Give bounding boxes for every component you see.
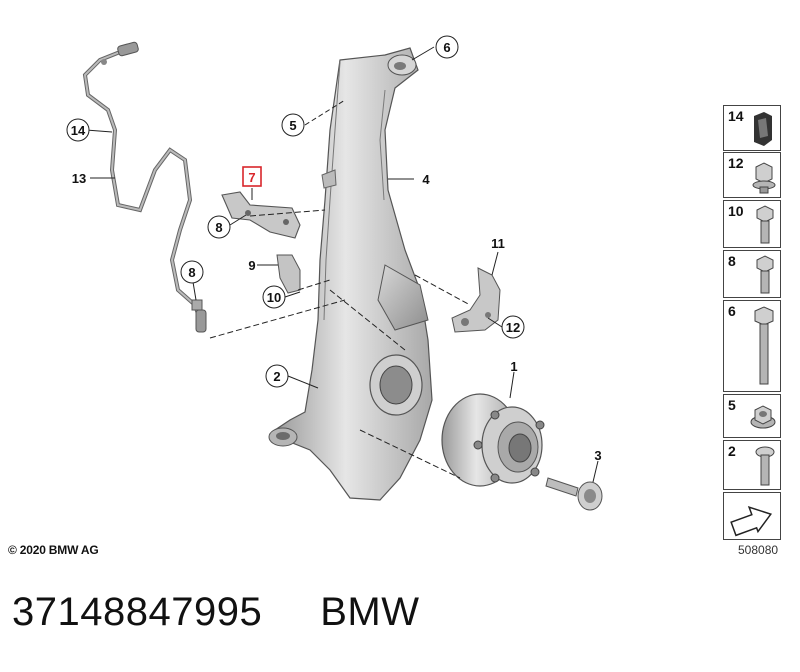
callout-9: 9 — [248, 258, 255, 273]
diagram-id: 508080 — [738, 543, 779, 557]
svg-text:12: 12 — [506, 320, 520, 335]
long-bolt-icon — [754, 306, 774, 385]
svg-text:9: 9 — [248, 258, 255, 273]
brand-name: BMW — [320, 590, 420, 634]
legend-number: 2 — [728, 443, 736, 459]
torx-screw-icon — [755, 446, 775, 486]
legend-item-10: 10 — [723, 200, 781, 248]
mounting-bracket — [451, 267, 501, 333]
callout-7-highlighted: 7 — [242, 166, 262, 187]
svg-text:13: 13 — [72, 171, 86, 186]
legend-item-2: 2 — [723, 440, 781, 490]
callout-1: 1 — [510, 359, 517, 374]
legend-number: 6 — [728, 303, 736, 319]
legend-direction-arrow — [723, 492, 781, 540]
callout-2: 2 — [265, 364, 289, 388]
hex-nut-icon — [750, 405, 776, 429]
callout-5: 5 — [281, 113, 305, 137]
hex-flange-nut-icon — [752, 162, 776, 194]
bolt-icon — [756, 255, 774, 294]
legend-number: 10 — [728, 203, 744, 219]
holder-clip — [276, 254, 301, 294]
svg-text:6: 6 — [443, 40, 450, 55]
direction-arrow-icon — [730, 505, 773, 537]
callout-8-sensor: 8 — [180, 260, 204, 284]
svg-text:7: 7 — [248, 170, 255, 185]
svg-text:11: 11 — [491, 236, 505, 251]
legend-item-5: 5 — [723, 394, 781, 438]
legend-number: 14 — [728, 108, 744, 124]
hub-bolt — [545, 477, 603, 511]
part-number: 37148847995 — [12, 590, 263, 634]
bolt-icon — [756, 205, 774, 244]
legend-item-8: 8 — [723, 250, 781, 298]
legend-number: 8 — [728, 253, 736, 269]
leader-lines — [85, 46, 599, 483]
callout-11: 11 — [491, 236, 505, 251]
svg-text:14: 14 — [71, 123, 86, 138]
legend-number: 5 — [728, 397, 736, 413]
copyright-notice: © 2020 BMW AG — [8, 543, 99, 557]
callout-13: 13 — [72, 171, 86, 186]
clip-icon — [754, 112, 772, 146]
svg-text:2: 2 — [273, 369, 280, 384]
callout-14: 14 — [66, 118, 90, 142]
svg-text:4: 4 — [422, 172, 430, 187]
svg-text:5: 5 — [289, 118, 296, 133]
legend-item-6: 6 — [723, 300, 781, 392]
wheel-hub — [441, 393, 545, 487]
legend-number: 12 — [728, 155, 744, 171]
callout-8-bracket: 8 — [207, 215, 231, 239]
callout-10: 10 — [262, 285, 286, 309]
svg-text:10: 10 — [267, 290, 281, 305]
legend-item-14: 14 — [723, 105, 781, 151]
speed-sensor — [82, 41, 207, 333]
svg-text:8: 8 — [188, 265, 195, 280]
legend-item-12: 12 — [723, 152, 781, 198]
svg-text:1: 1 — [510, 359, 517, 374]
callout-6: 6 — [435, 35, 459, 59]
callout-4: 4 — [422, 172, 430, 187]
svg-text:3: 3 — [594, 448, 601, 463]
footer: 37148847995 BMW — [12, 590, 419, 635]
callout-12: 12 — [501, 315, 525, 339]
svg-text:8: 8 — [215, 220, 222, 235]
callout-3: 3 — [594, 448, 601, 463]
